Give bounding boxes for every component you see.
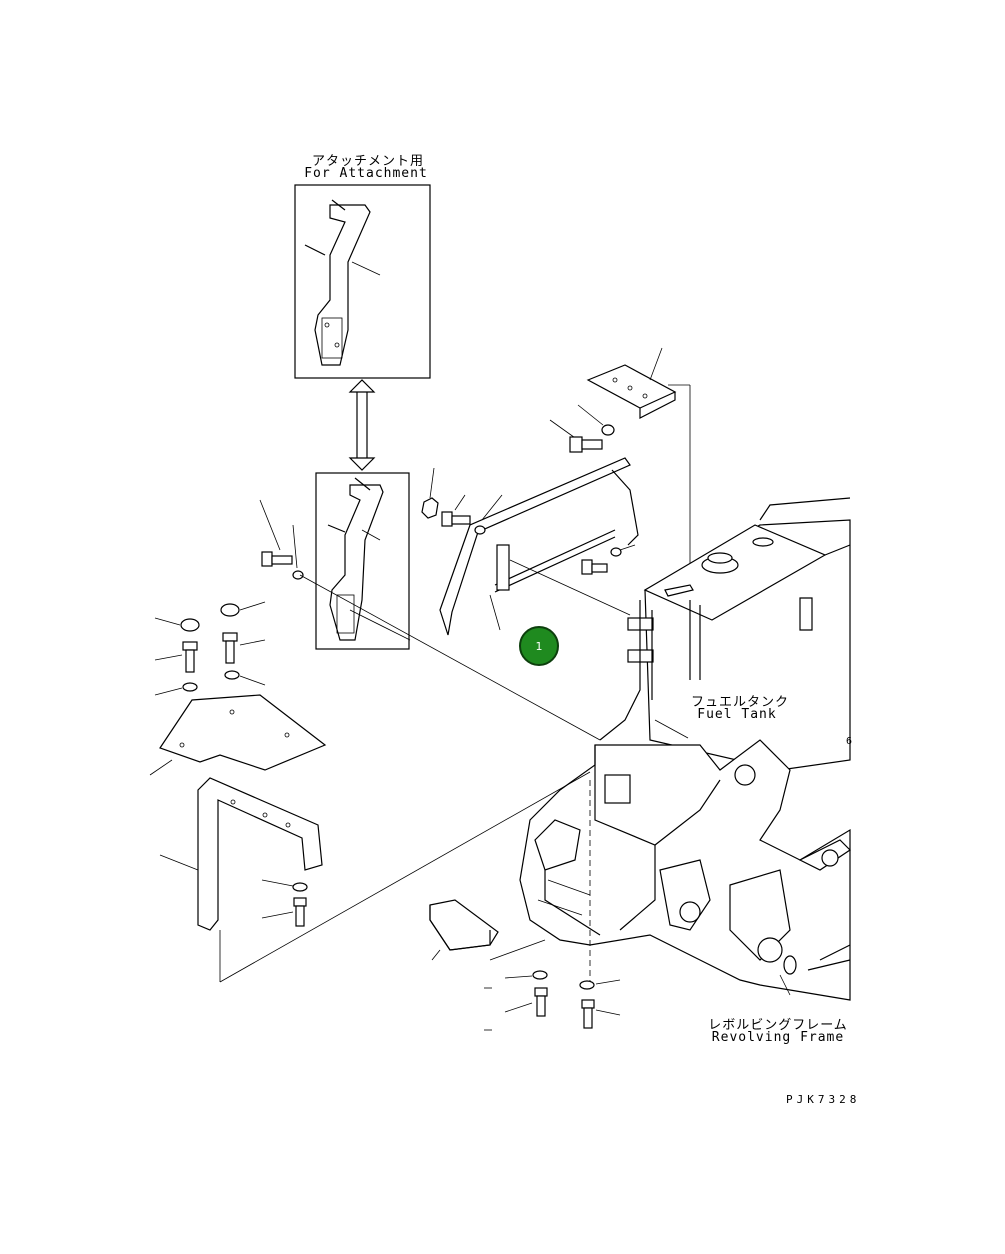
leader-frame [779,974,791,996]
frame-label-en: Revolving Frame [711,1030,845,1045]
frame-label-jp: レボルビングフレーム [708,1018,848,1033]
revolving-frame [519,739,851,1001]
step-box [429,899,546,961]
edge-mark: 6 [846,736,854,747]
attachment-inset [294,184,431,379]
fuel-tank [599,497,851,771]
fuel-tank-label-en: Fuel Tank [697,707,777,722]
callout-1[interactable]: 1 [519,626,559,666]
top-fasteners [549,404,615,453]
mount-plate [586,347,691,660]
swap-arrow [348,379,376,471]
attachment-label-jp: アタッチメント用 [311,154,425,169]
fuel-tank-label-jp: フュエルタンク [690,695,790,710]
left-fasteners [154,601,266,696]
bottom-fasteners [484,970,621,1031]
drawing-code: PJK7328 [786,1093,861,1106]
rail-fasteners [421,467,636,575]
callout-number: 1 [535,639,543,653]
step-bracket [159,771,591,983]
floor-plate [149,694,327,776]
guard-rail [439,457,639,636]
attachment-label-en: For Attachment [304,166,428,181]
bolt-left [259,499,601,741]
bracket-inset [315,472,410,650]
